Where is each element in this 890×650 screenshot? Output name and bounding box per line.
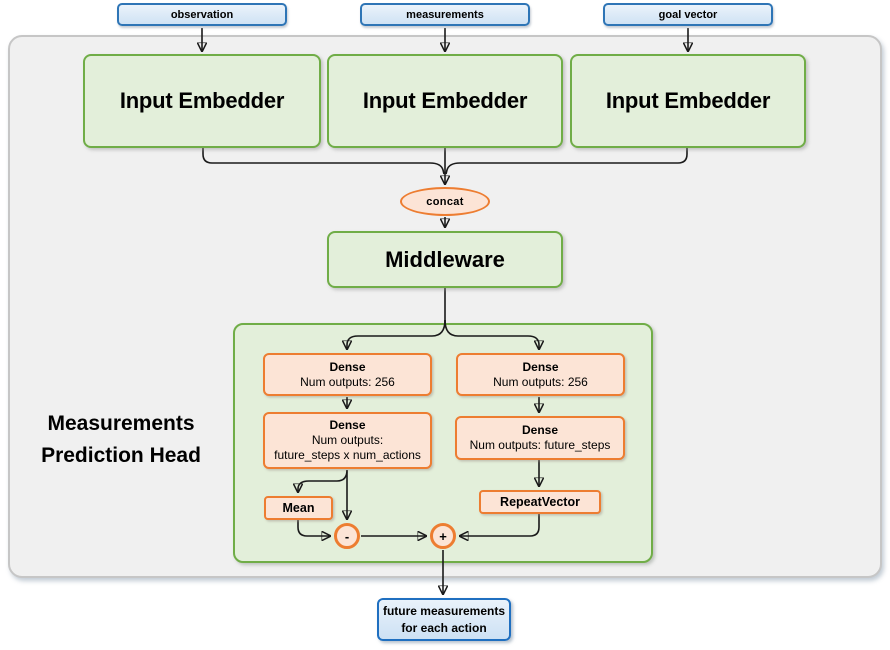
dense-left-1-title: Dense: [329, 359, 366, 374]
middleware-node: Middleware: [327, 231, 563, 288]
dense-right-1-title: Dense: [522, 359, 559, 374]
input-box-observation-label: observation: [170, 8, 234, 21]
dense-right-1: Dense Num outputs: 256: [456, 353, 625, 396]
input-box-measurements: measurements: [360, 3, 530, 26]
concat-label: concat: [426, 195, 464, 208]
plus-operator-glyph: +: [439, 528, 447, 544]
output-box-label-line2: for each action: [401, 620, 487, 635]
prediction-head-title-line1: Measurements: [47, 412, 195, 435]
input-embedder-1-label: Input Embedder: [119, 88, 285, 113]
input-box-observation: observation: [117, 3, 287, 26]
input-embedder-3-label: Input Embedder: [605, 88, 771, 113]
dense-left-2-subtitle-line1: Num outputs:: [311, 433, 384, 447]
repeat-vector-node: RepeatVector: [479, 490, 601, 514]
minus-operator-glyph: -: [344, 528, 350, 544]
prediction-head-title: Measurements Prediction Head: [15, 408, 227, 472]
output-box-future-measurements: future measurements for each action: [377, 598, 511, 641]
dense-left-2-title: Dense: [329, 418, 366, 432]
prediction-head-title-line2: Prediction Head: [41, 444, 201, 467]
input-box-goal-vector: goal vector: [603, 3, 773, 26]
input-embedder-2-label: Input Embedder: [362, 88, 528, 113]
mean-node: Mean: [264, 496, 333, 520]
input-box-measurements-label: measurements: [406, 8, 484, 21]
dense-left-1: Dense Num outputs: 256: [263, 353, 432, 396]
output-box-label-line1: future measurements: [382, 603, 506, 618]
input-embedder-1: Input Embedder: [83, 54, 321, 148]
dense-right-2-title: Dense: [521, 423, 559, 437]
dense-left-2: Dense Num outputs: future_steps x num_ac…: [263, 412, 432, 469]
dense-right-2-subtitle: Num outputs: future_steps: [469, 438, 611, 452]
minus-operator: -: [334, 523, 360, 549]
input-embedder-3: Input Embedder: [570, 54, 806, 148]
dense-right-1-subtitle: Num outputs: 256: [493, 374, 588, 389]
plus-operator: +: [430, 523, 456, 549]
dense-left-2-subtitle-line2: future_steps x num_actions: [274, 448, 421, 462]
middleware-label: Middleware: [385, 246, 505, 272]
concat-node: concat: [400, 187, 490, 216]
dense-left-1-subtitle: Num outputs: 256: [300, 374, 395, 389]
input-embedder-2: Input Embedder: [327, 54, 563, 148]
mean-label: Mean: [282, 501, 315, 515]
repeat-vector-label: RepeatVector: [500, 495, 580, 509]
input-box-goal-vector-label: goal vector: [658, 8, 718, 21]
dense-right-2: Dense Num outputs: future_steps: [455, 416, 625, 460]
